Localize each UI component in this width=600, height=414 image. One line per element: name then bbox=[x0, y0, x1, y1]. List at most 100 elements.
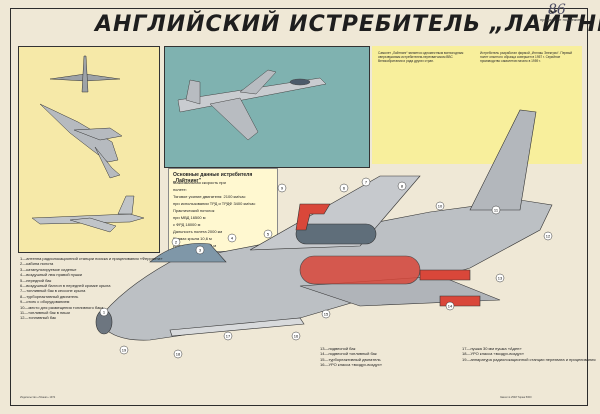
spec-row: с ФРД 18000 м bbox=[173, 222, 200, 227]
callout-11: 11 bbox=[491, 205, 501, 215]
callout-1: 1 bbox=[99, 307, 109, 317]
svg-text:12: 12 bbox=[546, 234, 551, 239]
spec-label: Максимальная скорость при bbox=[173, 180, 226, 185]
spec-value: 2000 км bbox=[206, 229, 223, 234]
callout-2: 2 bbox=[171, 237, 181, 247]
spec-label: Дальность полета bbox=[173, 229, 207, 234]
spec-row: при использовании ТРД и ТРДФ 3400 км/час bbox=[173, 201, 255, 206]
legend-item: 7—топливный бак в кессоне крыла bbox=[20, 288, 86, 294]
callout-12: 12 bbox=[543, 231, 553, 241]
svg-text:8: 8 bbox=[401, 184, 404, 189]
callout-13: 13 bbox=[495, 273, 505, 283]
legend-item: 18—УРО класса «воздух-воздух» bbox=[462, 351, 524, 357]
svg-text:2: 2 bbox=[175, 240, 178, 245]
svg-text:4: 4 bbox=[231, 236, 234, 241]
spec-value: 16500 м bbox=[189, 215, 206, 220]
footer-left: Издательство «Плакат» 1972 bbox=[20, 396, 56, 399]
legend-item: 12—топливный бак bbox=[20, 315, 56, 321]
spec-row: Размах крыла 10,6 м bbox=[173, 236, 212, 241]
legend-item: 9—отсек с оборудованием bbox=[20, 299, 70, 305]
legend-item: 19—аппаратура радиолокационной станции п… bbox=[462, 356, 596, 362]
top-view-plane bbox=[49, 55, 121, 93]
spec-label: полете: bbox=[173, 187, 187, 192]
callout-18: 18 bbox=[173, 349, 183, 359]
legend-item: 15—турбореактивный двигатель bbox=[320, 356, 381, 362]
description-paragraph-1: Самолет „Лайтнинг“ является одноместным … bbox=[378, 51, 464, 64]
profile-plane bbox=[31, 195, 145, 233]
callout-4: 4 bbox=[227, 233, 237, 243]
legend-item: 10—место для размещения топливного бака bbox=[20, 304, 104, 310]
spec-row: при МВД 16500 м bbox=[173, 215, 205, 220]
description-panel: Самолет „Лайтнинг“ является одноместным … bbox=[372, 46, 582, 164]
spec-label: Тяговое усилие двигателя: bbox=[173, 194, 223, 199]
spec-label: с ФРД bbox=[173, 222, 185, 227]
spec-row: полете: bbox=[173, 187, 187, 192]
svg-text:3: 3 bbox=[199, 248, 202, 253]
svg-text:10: 10 bbox=[438, 204, 443, 209]
svg-text:14: 14 bbox=[448, 304, 453, 309]
poster-frame bbox=[10, 8, 588, 406]
side-view-plane bbox=[39, 103, 123, 179]
spec-label: Размах крыла bbox=[173, 236, 200, 241]
legend-item: 5—передний бак bbox=[20, 277, 52, 283]
callout-8: 8 bbox=[397, 181, 407, 191]
svg-text:15: 15 bbox=[324, 312, 329, 317]
sale-note: продаже не подлежит bbox=[540, 17, 581, 22]
svg-text:5: 5 bbox=[267, 232, 270, 237]
spec-row: Тяговое усилие двигателя: 2100 км/час bbox=[173, 194, 245, 199]
callout-15: 15 bbox=[321, 309, 331, 319]
svg-text:6: 6 bbox=[343, 186, 346, 191]
handwritten-number: 86 bbox=[548, 2, 566, 18]
legend-left: 1—антенна радиолокационной станции поиск… bbox=[20, 256, 163, 321]
callout-3: 3 bbox=[195, 245, 205, 255]
callout-6: 6 bbox=[339, 183, 349, 193]
description-paragraph-2: Истребитель разработан фирмой „Инглиш Эл… bbox=[480, 51, 573, 64]
spec-value: 10,6 м bbox=[199, 236, 212, 241]
svg-text:1: 1 bbox=[103, 310, 106, 315]
spec-label: Практический потолок bbox=[173, 208, 215, 213]
spec-value: 3400 км/час bbox=[232, 201, 256, 206]
svg-text:19: 19 bbox=[122, 348, 127, 353]
footer-right: Заказ № 2548 Тираж 5000 bbox=[500, 396, 532, 399]
spec-row: Максимальная скорость при bbox=[173, 180, 226, 185]
callout-14: 14 bbox=[445, 301, 455, 311]
callout-16: 16 bbox=[291, 331, 301, 341]
poster-title: АНГЛИЙСКИЙ ИСТРЕБИТЕЛЬ „ЛАЙТНИНГ” bbox=[95, 12, 600, 37]
photo-aircraft bbox=[177, 69, 327, 141]
callout-7: 7 bbox=[361, 177, 371, 187]
svg-text:17: 17 bbox=[226, 334, 231, 339]
svg-text:11: 11 bbox=[494, 208, 499, 213]
spec-label: при МВД bbox=[173, 215, 190, 220]
svg-text:18: 18 bbox=[176, 352, 181, 357]
spec-row: Дальность полета 2000 км bbox=[173, 229, 222, 234]
legend-item: 16—УРО класса «воздух-воздух» bbox=[320, 362, 382, 368]
legend-item: 17—пушка 30 мм пушка «Аден» bbox=[462, 346, 522, 351]
callout-10: 10 bbox=[435, 201, 445, 211]
legend-item: 4—воздушный люк правой пушки bbox=[20, 272, 83, 278]
callout-17: 17 bbox=[223, 331, 233, 341]
legend-item: 2—кабина пилота bbox=[20, 261, 54, 267]
legend-item: 6—воздушный баллон в передней кромке кры… bbox=[20, 283, 111, 289]
legend-item: 13—подвесной бак bbox=[320, 346, 356, 351]
spec-value: 2100 км/час bbox=[222, 194, 246, 199]
svg-text:16: 16 bbox=[294, 334, 299, 339]
legend-item: 1—антенна радиолокационной станции поиск… bbox=[20, 256, 163, 261]
svg-text:13: 13 bbox=[498, 276, 503, 281]
specs-title: Основные данные истребителя „Лайтнинг” bbox=[173, 172, 253, 184]
legend-item: 3—катапультируемое сиденье bbox=[20, 266, 77, 272]
svg-text:9: 9 bbox=[281, 186, 284, 191]
cutaway-aircraft bbox=[95, 109, 553, 341]
spec-row: Практический потолок bbox=[173, 208, 214, 213]
svg-text:7: 7 bbox=[365, 180, 368, 185]
callout-9: 9 bbox=[277, 183, 287, 193]
spec-label: при использовании ТРД и ТРДФ bbox=[173, 201, 233, 206]
callout-5: 5 bbox=[263, 229, 273, 239]
callout-19: 19 bbox=[119, 345, 129, 355]
spec-value: 18000 м bbox=[184, 222, 201, 227]
legend-bottom-right: 17—пушка 30 мм пушка «Аден»18—УРО класса… bbox=[462, 346, 596, 362]
legend-item: 8—турбореактивный двигатель bbox=[20, 293, 79, 299]
legend-item: 11—топливный бак в ниши bbox=[20, 310, 70, 316]
